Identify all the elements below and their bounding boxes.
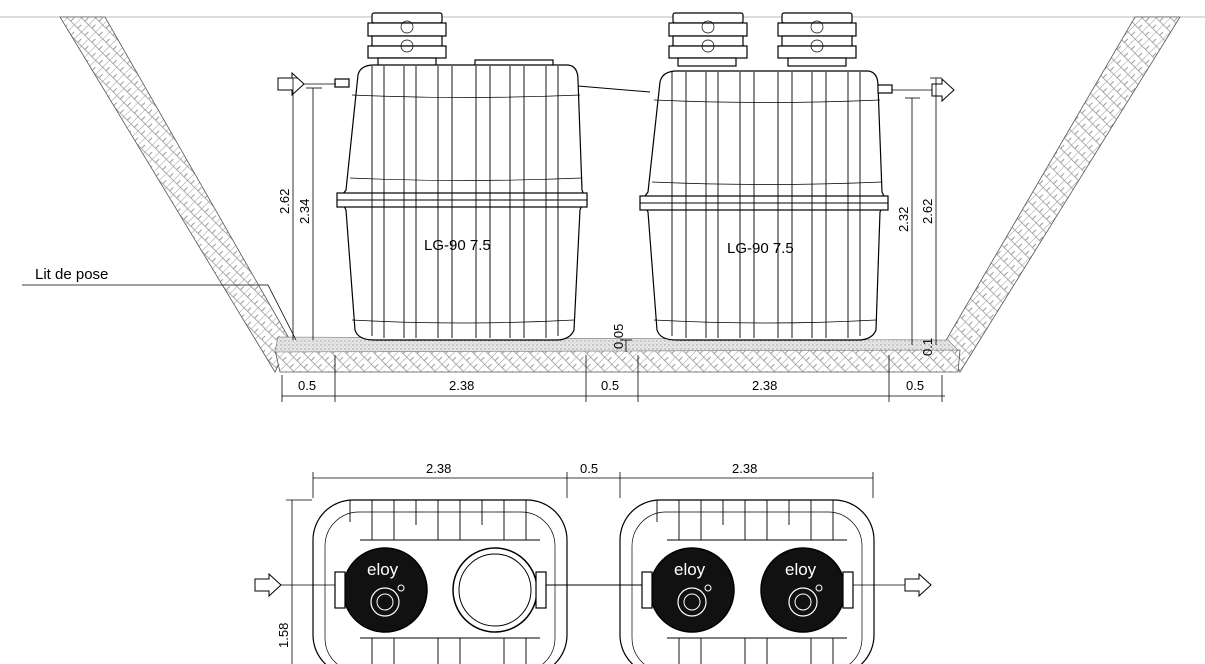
bottom-dim-1: 0.5	[298, 378, 316, 393]
plan-dim-3: 2.38	[732, 461, 757, 476]
plan-outlet-arrow-icon	[904, 572, 932, 598]
brand-label-3: eloy	[785, 560, 817, 579]
excavation-right-wall	[944, 16, 1181, 373]
dim-tank1-height: 2.62	[277, 189, 292, 214]
bottom-dim-5: 0.5	[906, 378, 924, 393]
connecting-pipe	[577, 85, 651, 93]
bottom-dim-2: 2.38	[449, 378, 474, 393]
plan-tank-2	[619, 499, 875, 664]
dim-tank1-inlet: 2.34	[297, 199, 312, 224]
brand-label-1: eloy	[367, 560, 399, 579]
dim-tank2-height: 2.62	[920, 199, 935, 224]
plan-dim-2: 0.5	[580, 461, 598, 476]
dim-bed-thickness: 0.05	[611, 324, 626, 349]
dim-tank2-outlet: 2.32	[896, 207, 911, 232]
bedding-leader	[22, 284, 297, 341]
plan-top-dimensions	[286, 472, 874, 664]
plan-inlet-arrow-icon	[254, 572, 282, 598]
brand-label-2: eloy	[674, 560, 706, 579]
tank-2-section	[639, 12, 893, 341]
inlet-arrow-icon	[277, 71, 305, 97]
tank-2-label: LG-90 7.5	[727, 240, 794, 257]
plan-width-dim: 1.58	[276, 623, 291, 648]
tank-1-label: LG-90 7.5	[424, 237, 491, 254]
plan-dim-1: 2.38	[426, 461, 451, 476]
dim-right-offset: 0.1	[920, 338, 935, 356]
outlet-arrow-icon	[931, 77, 955, 103]
bottom-dimension-chain	[281, 355, 945, 402]
bedding-label: Lit de pose	[35, 266, 108, 283]
vertical-dimensions	[288, 77, 942, 352]
plan-tank-1	[312, 499, 568, 664]
bottom-dim-3: 0.5	[601, 378, 619, 393]
excavation-bottom	[274, 349, 961, 373]
excavation-left-wall	[59, 16, 291, 373]
bottom-dim-4: 2.38	[752, 378, 777, 393]
tank-1-section	[334, 12, 588, 341]
